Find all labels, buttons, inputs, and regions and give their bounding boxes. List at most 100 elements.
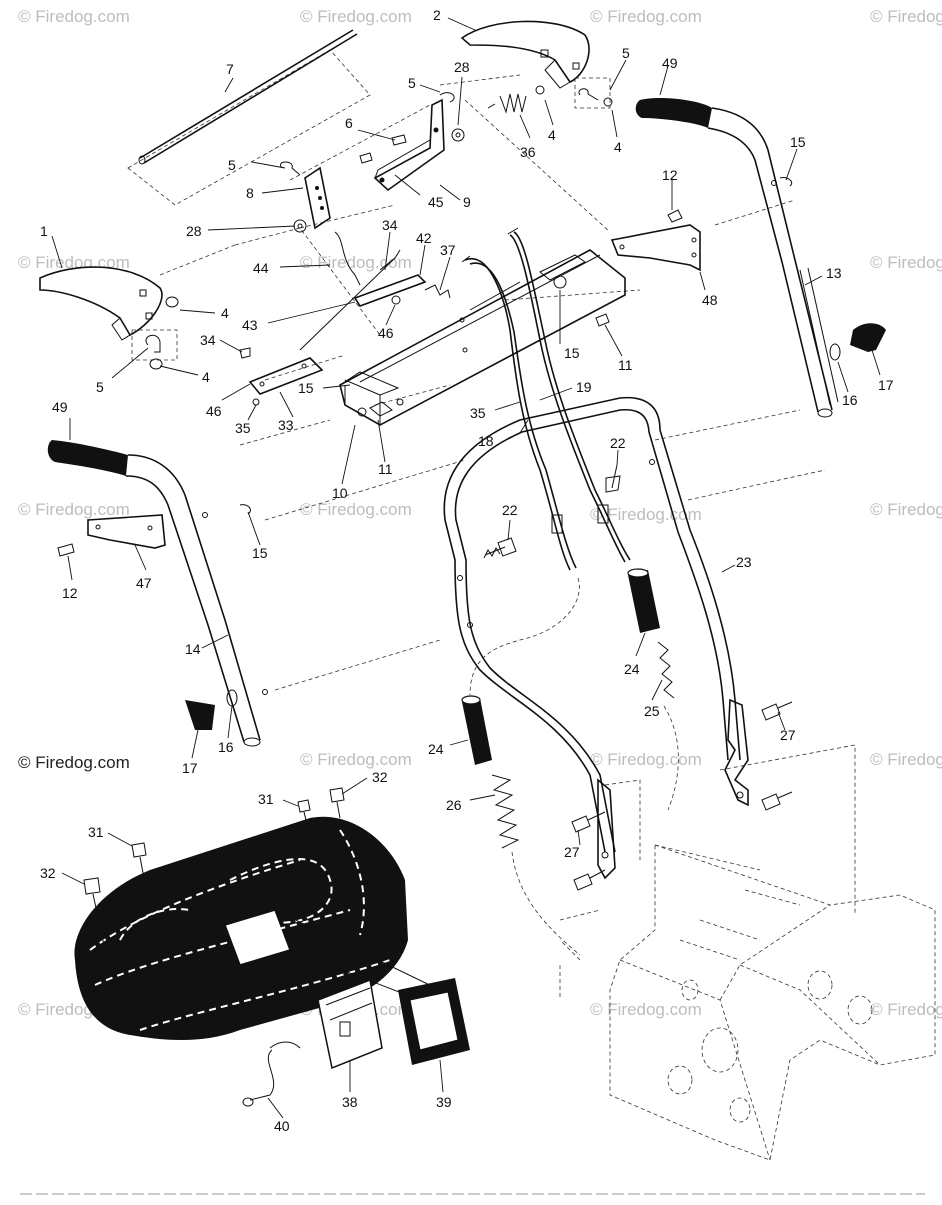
callout-49: 49 — [52, 399, 68, 415]
callout-46: 46 — [378, 325, 394, 341]
copyright-mark: © Firedog.com — [18, 753, 130, 772]
callout-27: 27 — [780, 727, 796, 743]
callout-16: 16 — [842, 392, 858, 408]
callout-32: 32 — [40, 865, 56, 881]
bolt-11 — [595, 313, 610, 327]
callout-40: 40 — [274, 1118, 290, 1134]
watermark: © Firedog.com — [300, 7, 412, 26]
callout-32: 32 — [372, 769, 388, 785]
callout-26: 26 — [446, 797, 462, 813]
callout-25: 25 — [644, 703, 660, 719]
callout-28: 28 — [186, 223, 202, 239]
housing-part-10 — [339, 249, 626, 426]
bolts-27 — [571, 701, 793, 891]
callout-17: 17 — [878, 377, 894, 393]
callout-9: 9 — [463, 194, 471, 210]
washer-hole — [297, 223, 303, 229]
bolts-22 — [483, 464, 621, 559]
callout-39: 39 — [436, 1094, 452, 1110]
callout-31: 31 — [258, 791, 274, 807]
watermark: © Firedog.com — [18, 7, 130, 26]
callout-15: 15 — [790, 134, 806, 150]
callout-8: 8 — [246, 185, 254, 201]
lower-handle-part-14 — [47, 440, 268, 747]
watermark: © Firedog.com — [870, 7, 942, 26]
watermark: © Firedog.com — [870, 1000, 942, 1019]
bracket-part-48 — [610, 224, 701, 272]
callout-38: 38 — [342, 1094, 358, 1110]
hardware-left — [131, 296, 179, 370]
callout-27: 27 — [564, 844, 580, 860]
callout-46: 46 — [206, 403, 222, 419]
callout-33: 33 — [278, 417, 294, 433]
spring-part-36 — [487, 77, 613, 114]
watermark: © Firedog.com — [300, 253, 412, 272]
leader-lines — [51, 17, 881, 1119]
callout-31: 31 — [88, 824, 104, 840]
watermark-layer: © Firedog.com © Firedog.com © Firedog.co… — [18, 7, 942, 1019]
callout-45: 45 — [428, 194, 444, 210]
callout-16: 16 — [218, 739, 234, 755]
callout-43: 43 — [242, 317, 258, 333]
light-housing-part-30 — [74, 816, 441, 1040]
callout-6: 6 — [345, 115, 353, 131]
watermark: © Firedog.com — [870, 253, 942, 272]
callout-23: 23 — [736, 554, 752, 570]
callout-37: 37 — [440, 242, 456, 258]
callout-19: 19 — [576, 379, 592, 395]
callout-10: 10 — [332, 485, 348, 501]
callout-35: 35 — [235, 420, 251, 436]
callout-34: 34 — [200, 332, 216, 348]
callout-2: 2 — [433, 7, 441, 23]
callout-4: 4 — [202, 369, 210, 385]
callout-5: 5 — [228, 157, 236, 173]
watermark: © Firedog.com — [870, 750, 942, 769]
callout-36: 36 — [520, 144, 536, 160]
bolts-31-32 — [83, 787, 345, 951]
chute-handle-part-2 — [460, 20, 590, 89]
washer-28 — [293, 219, 307, 233]
callout-22: 22 — [502, 502, 518, 518]
upper-handle-part-23 — [443, 396, 749, 880]
callout-7: 7 — [226, 61, 234, 77]
callout-12: 12 — [662, 167, 678, 183]
callout-4: 4 — [548, 127, 556, 143]
sleeves-springs — [461, 568, 679, 956]
callout-11: 11 — [618, 357, 633, 373]
watermark: © Firedog.com — [300, 750, 412, 769]
chassis-frame — [559, 844, 936, 1161]
watermark: © Firedog.com — [18, 500, 130, 519]
watermark: © Firedog.com — [590, 1000, 702, 1019]
bolt-12 — [667, 209, 683, 223]
callout-30: 30 — [122, 1017, 138, 1033]
callout-35: 35 — [470, 405, 486, 421]
callout-5: 5 — [408, 75, 416, 91]
callout-15: 15 — [298, 380, 314, 396]
callout-4: 4 — [614, 139, 622, 155]
callout-47: 47 — [136, 575, 152, 591]
watermark: © Firedog.com — [300, 500, 412, 519]
callout-28: 28 — [454, 59, 470, 75]
callout-15: 15 — [564, 345, 580, 361]
callout-34: 34 — [382, 217, 398, 233]
callout-15: 15 — [252, 545, 268, 561]
watermark: © Firedog.com — [870, 500, 942, 519]
bracket-part-8 — [280, 161, 331, 230]
callout-17: 17 — [182, 760, 198, 776]
chute-handle-part-1 — [39, 266, 163, 341]
callout-5: 5 — [96, 379, 104, 395]
callout-49: 49 — [662, 55, 678, 71]
callout-48: 48 — [702, 292, 718, 308]
callout-13: 13 — [826, 265, 842, 281]
callout-11: 11 — [378, 461, 393, 477]
callout-14: 14 — [185, 641, 201, 657]
watermark: © Firedog.com — [590, 7, 702, 26]
lower-handle-part-13 — [635, 97, 886, 418]
watermark: © Firedog.com — [590, 750, 702, 769]
callout-44: 44 — [253, 260, 269, 276]
callout-24: 24 — [428, 741, 444, 757]
alignment-guides — [127, 49, 856, 1000]
cables-parts — [461, 227, 631, 571]
light-assembly — [242, 978, 470, 1107]
